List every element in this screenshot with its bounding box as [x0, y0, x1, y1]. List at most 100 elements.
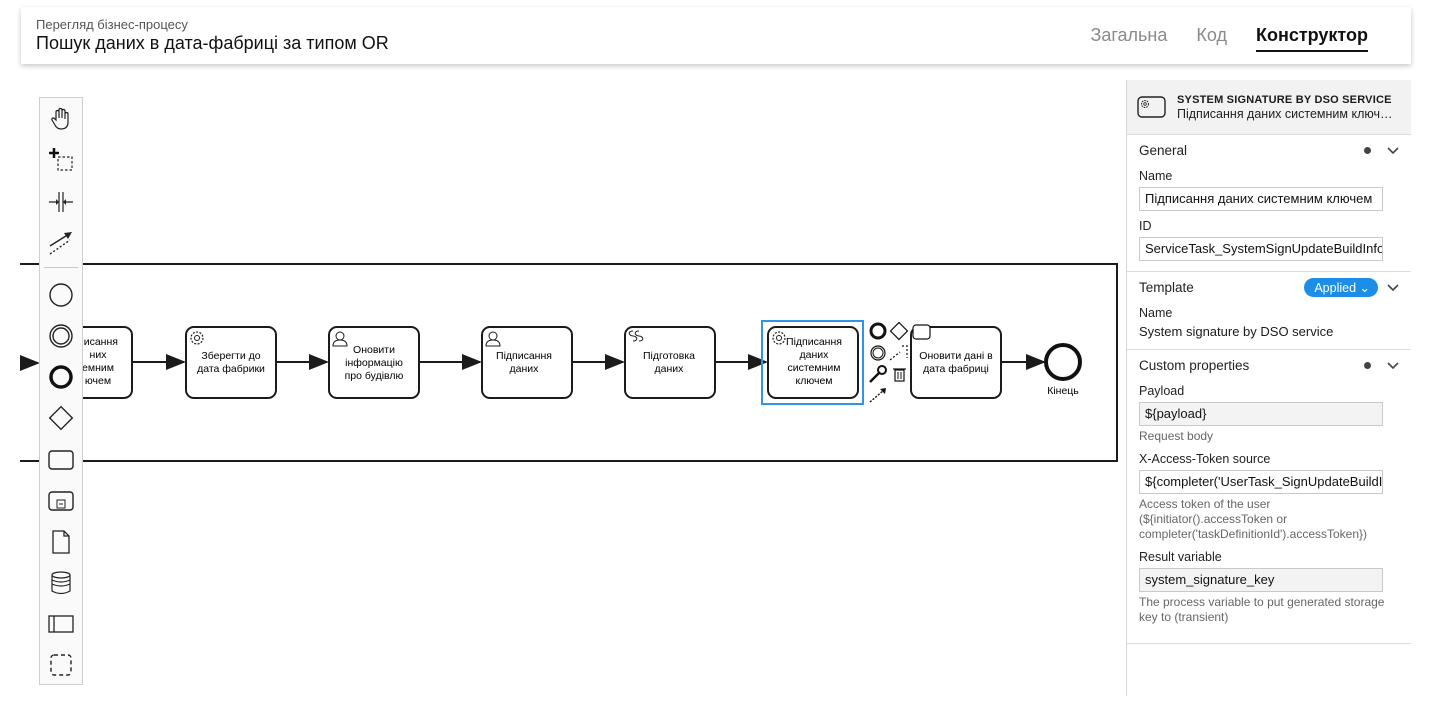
token-source-label: X-Access-Token source — [1139, 452, 1271, 466]
task-node-1[interactable]: Зберегти до дата фабрики — [185, 326, 277, 399]
template-badge-label: Applied — [1314, 281, 1357, 295]
panel-header: SYSTEM SIGNATURE BY DSO SERVICE Підписан… — [1127, 80, 1411, 135]
task-label-0-line-0: писання — [78, 336, 118, 348]
task-node-6[interactable]: Оновити дані в дата фабриці — [910, 326, 1002, 399]
task-label-0-line-1: них — [90, 349, 108, 361]
id-input[interactable]: ServiceTask_SystemSignUpdateBuildInfo — [1139, 237, 1383, 261]
task-label-3-line-0: Підписання — [496, 350, 552, 362]
chevron-down-icon[interactable] — [1385, 143, 1401, 159]
payload-hint: Request body — [1139, 429, 1214, 443]
chevron-down-icon[interactable] — [1385, 358, 1401, 374]
result-variable-label: Result variable — [1139, 550, 1222, 564]
tool-palette — [39, 97, 83, 685]
properties-panel: SYSTEM SIGNATURE BY DSO SERVICE Підписан… — [1126, 80, 1411, 696]
start-event-icon[interactable] — [44, 278, 78, 312]
tab-constructor[interactable]: Конструктор — [1255, 25, 1368, 52]
task-node-2[interactable]: Оновити інформацію про будівлю — [328, 326, 420, 399]
service-task-gear-icon — [1137, 95, 1167, 124]
task-label-5-line-1: даних — [800, 349, 830, 361]
space-tool-icon[interactable] — [44, 185, 78, 219]
user-icon — [332, 331, 348, 347]
task-label-0-line-2: емним — [82, 362, 114, 374]
hand-tool-icon[interactable] — [44, 102, 78, 136]
task-node-3[interactable]: Підписання даних — [481, 326, 573, 399]
append-gateway-icon[interactable] — [889, 321, 909, 341]
pool-icon[interactable] — [44, 607, 78, 641]
page-subtitle: Перегляд бізнес-процесу — [36, 17, 188, 32]
task-label-2-line-0: Оновити — [353, 344, 395, 356]
page-title: Пошук даних в дата-фабриці за типом OR — [36, 33, 389, 53]
connect-arrow-icon[interactable] — [869, 388, 886, 403]
pool[interactable] — [20, 263, 1118, 462]
palette-separator — [44, 267, 78, 268]
task-label-1-line-0: Зберегти до — [201, 350, 260, 362]
task-label-0-line-3: ючем — [85, 375, 111, 387]
delete-trash-icon[interactable] — [893, 368, 906, 382]
subprocess-icon[interactable] — [44, 484, 78, 518]
task-label-4-line-0: Підготовка — [643, 350, 695, 362]
task-label-2-line-2: про будівлю — [345, 370, 404, 382]
task-label-2-line-1: інформацію — [345, 357, 403, 369]
task-node-5-selected[interactable]: Підписання даних системним ключем — [761, 320, 864, 405]
template-name-value: System signature by DSO service — [1139, 324, 1334, 339]
task-label-6-line-0: Оновити дані в — [919, 350, 993, 362]
sequence-flows[interactable] — [20, 354, 1046, 371]
gear-icon — [772, 331, 786, 345]
context-pad[interactable] — [869, 321, 931, 403]
payload-label: Payload — [1139, 384, 1185, 398]
script-icon — [628, 330, 644, 342]
global-connect-tool-icon[interactable] — [44, 226, 78, 260]
task-icon[interactable] — [44, 443, 78, 477]
name-label: Name — [1139, 169, 1173, 183]
tab-code[interactable]: Код — [1196, 25, 1227, 45]
append-end-event-icon[interactable] — [869, 322, 887, 340]
element-type: SYSTEM SIGNATURE BY DSO SERVICE — [1177, 94, 1392, 106]
name-input[interactable]: Підписання даних системним ключем — [1139, 187, 1383, 211]
append-task-icon[interactable] — [912, 324, 931, 340]
token-source-hint: Access token of the user (${initiator().… — [1139, 497, 1368, 541]
chevron-down-icon[interactable] — [1385, 280, 1401, 296]
element-name: Підписання даних системним ключ… — [1177, 107, 1393, 121]
group-custom-title[interactable]: Custom properties — [1139, 358, 1250, 373]
task-label-4-line-1: даних — [655, 363, 685, 375]
task-node-4[interactable]: Підготовка даних — [624, 326, 716, 399]
tab-general[interactable]: Загальна — [1090, 25, 1168, 45]
diagram-canvas[interactable]: писання них емним ючем Зберегти до дата … — [0, 80, 1126, 696]
template-name-label: Name — [1139, 306, 1173, 320]
task-label-5-line-3: ключем — [795, 375, 832, 387]
gear-icon — [190, 331, 204, 345]
data-indicator-dot — [1364, 362, 1371, 369]
intermediate-event-icon[interactable] — [44, 319, 78, 353]
task-label-5-line-2: системним — [788, 362, 841, 374]
task-label-1-line-1: дата фабрики — [197, 363, 265, 375]
group-icon[interactable] — [44, 648, 78, 682]
group-custom-properties: Custom properties Payload ${payload} Req… — [1127, 350, 1411, 644]
text-annotation-icon[interactable] — [889, 345, 908, 361]
end-event-label: Кінець — [1047, 385, 1079, 397]
group-general: General Name Підписання даних системним … — [1127, 135, 1411, 272]
token-source-input[interactable]: ${completer('UserTask_SignUpdateBuildInf… — [1139, 470, 1383, 494]
end-event[interactable]: Кінець — [1044, 343, 1082, 397]
chevron-down-icon: ⌄ — [1359, 281, 1370, 295]
group-template-title[interactable]: Template — [1139, 280, 1194, 295]
data-indicator-dot — [1364, 147, 1371, 154]
change-type-wrench-icon[interactable] — [869, 365, 887, 383]
data-store-icon[interactable] — [44, 566, 78, 600]
page-header: Перегляд бізнес-процесу Пошук даних в да… — [21, 7, 1411, 64]
result-variable-input[interactable]: system_signature_key — [1139, 568, 1383, 592]
task-label-5-line-0: Підписання — [786, 336, 842, 348]
append-intermediate-event-icon[interactable] — [870, 345, 886, 361]
id-label: ID — [1139, 219, 1152, 233]
data-object-icon[interactable] — [44, 525, 78, 559]
task-label-3-line-1: даних — [510, 363, 540, 375]
result-variable-hint: The process variable to put generated st… — [1139, 595, 1385, 624]
template-applied-badge[interactable]: Applied ⌄ — [1304, 278, 1378, 297]
group-general-title[interactable]: General — [1139, 143, 1188, 158]
lasso-tool-icon[interactable] — [44, 143, 78, 177]
payload-input[interactable]: ${payload} — [1139, 402, 1383, 426]
group-template: Template Applied ⌄ Name System signature… — [1127, 272, 1411, 350]
gateway-icon[interactable] — [44, 401, 78, 435]
view-tabs: Загальна Код Конструктор — [1090, 25, 1368, 52]
end-event-icon[interactable] — [44, 360, 78, 394]
user-icon — [485, 331, 501, 347]
